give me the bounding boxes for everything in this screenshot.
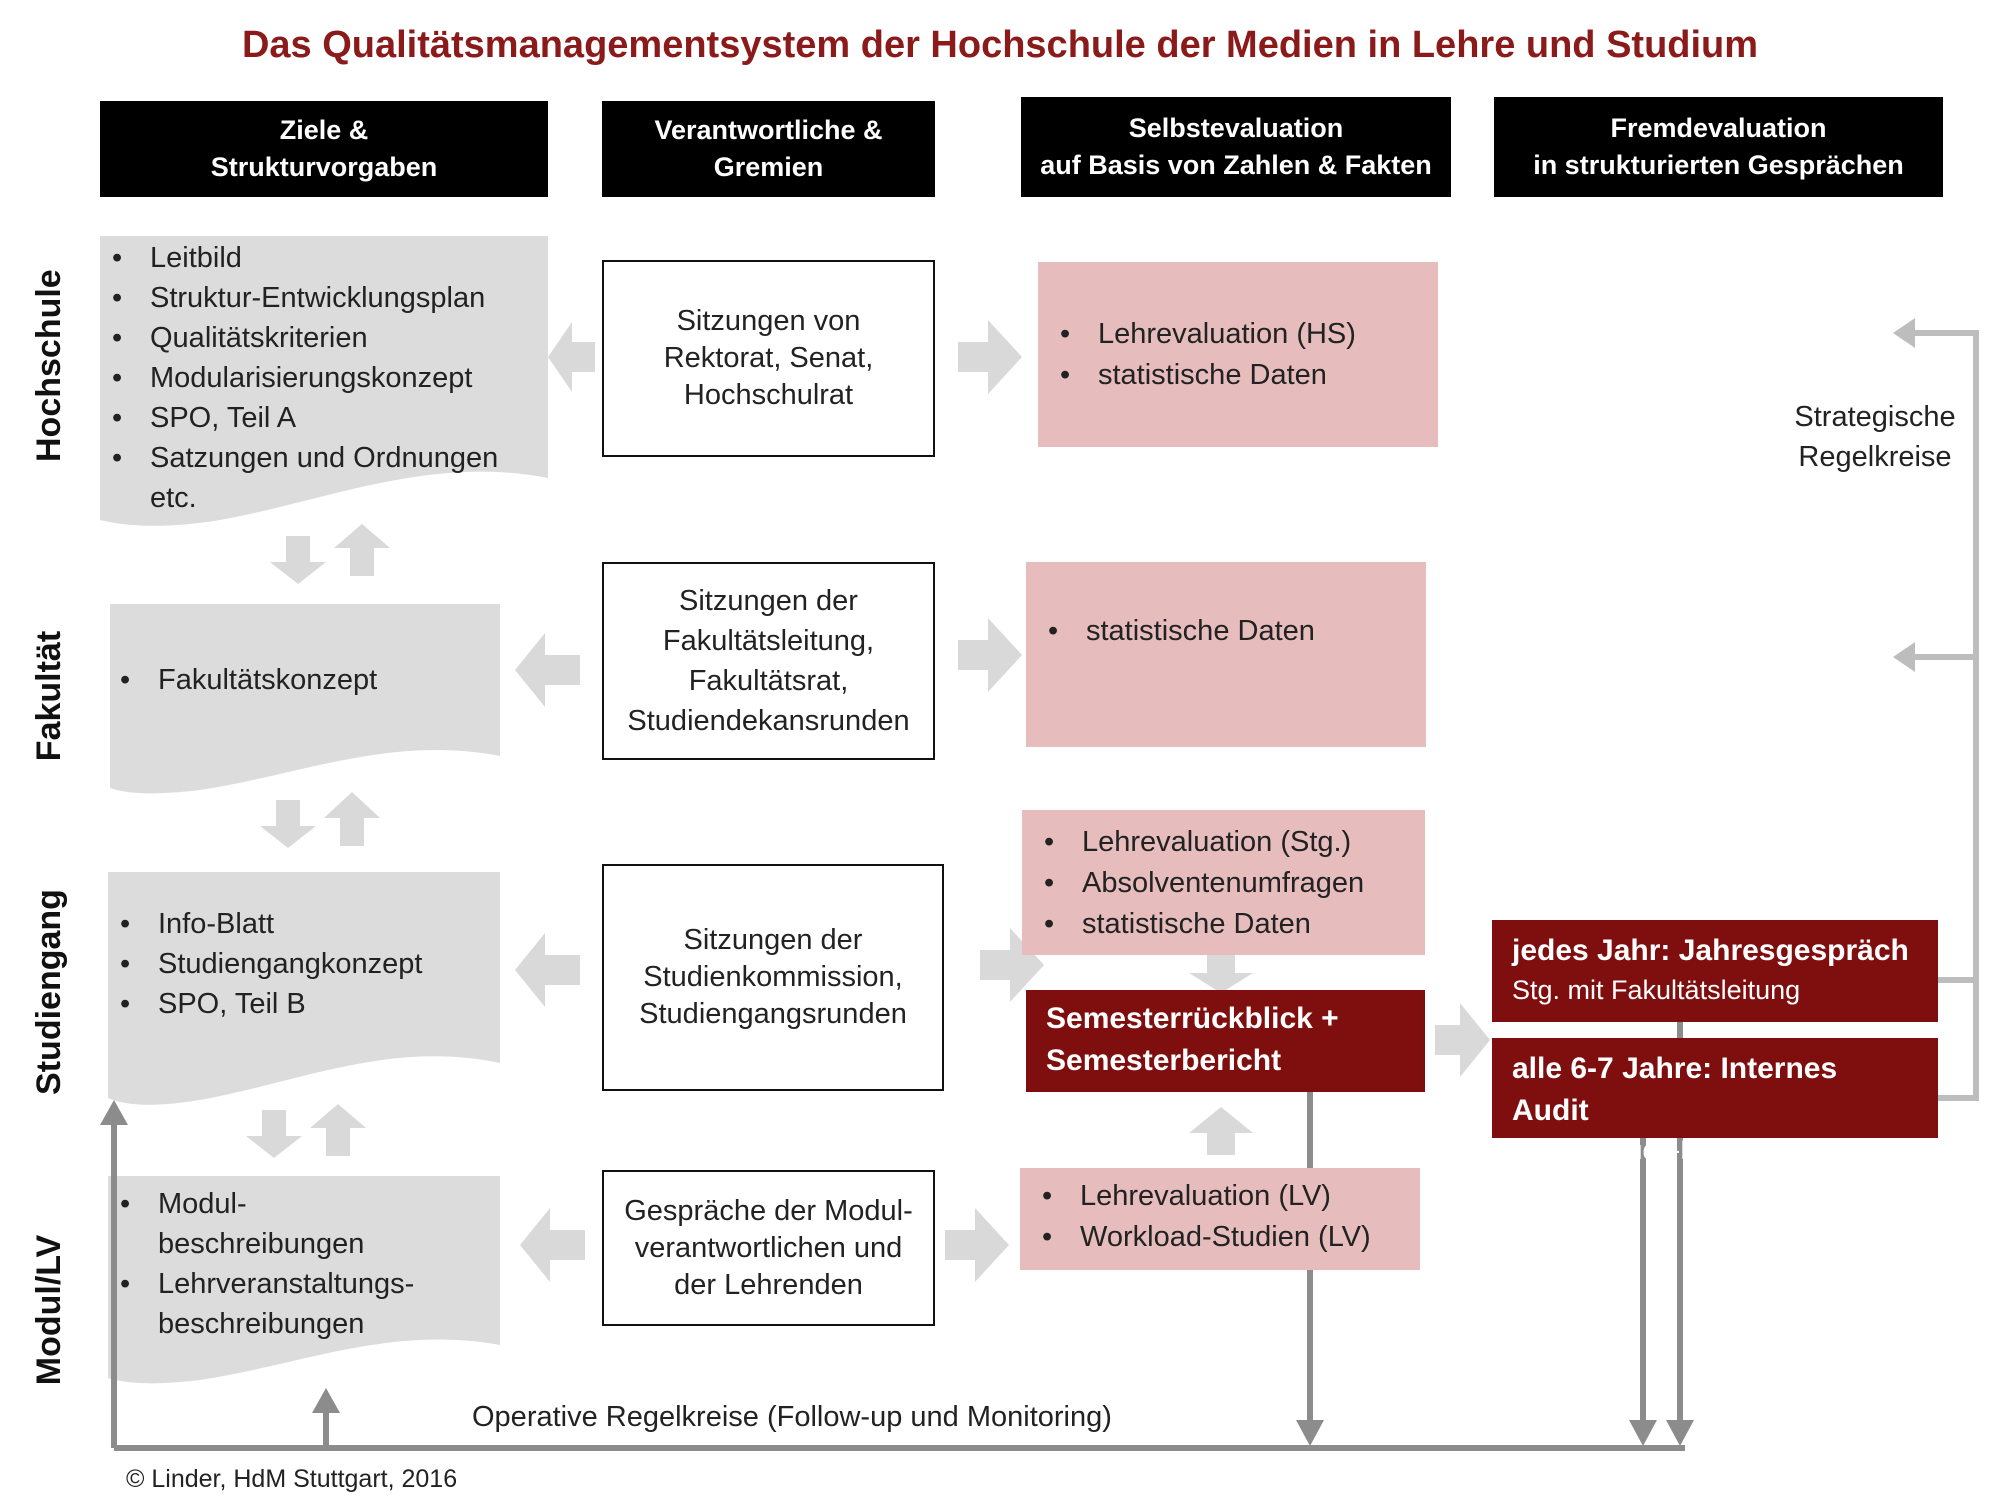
list-item: Struktur-Entwicklungsplan [106,278,546,318]
internal-audit-subtitle: Stg. mit Audit-Kommission [1512,1135,1828,1165]
page-title: Das Qualitätsmanagementsystem der Hochsc… [241,24,1759,66]
list-item: Qualitätskriterien [106,318,546,358]
goals-modul: Modul-beschreibungen Lehrveranstaltungs-… [114,1184,414,1344]
semester-review-box: Semesterrückblick + Semesterbericht [1026,990,1425,1092]
list-item: Modularisierungskonzept [106,358,546,398]
list-item: SPO, Teil A [106,398,546,438]
updown-arrows-1 [270,524,390,584]
goals-studiengang: Info-Blatt Studiengangkonzept SPO, Teil … [114,904,494,1024]
row-label-hochschule: Hochschule [30,269,68,462]
bodies-fakultaet: Sitzungen der Fakultätsleitung, Fakultät… [602,562,935,760]
annual-meeting-box: jedes Jahr: Jahresgespräch Stg. mit Faku… [1492,920,1938,1022]
semester-review-line-2: Semesterbericht [1046,1044,1282,1077]
list-item: SPO, Teil B [114,984,494,1024]
annual-meeting-subtitle: Stg. mit Fakultätsleitung [1512,975,1801,1005]
row-label-fakultaet: Fakultät [30,630,68,762]
updown-arrows-3 [246,1104,366,1158]
bodies-modul: Gespräche der Modul- verantwortlichen un… [602,1170,935,1326]
strategic-loop-label: Strategische Regelkreise [1780,397,1970,477]
goals-hochschule: Leitbild Struktur-Entwicklungsplan Quali… [106,238,546,518]
semester-review-line-1: Semesterrückblick + [1046,1002,1339,1035]
arrow-right-2 [958,618,1022,692]
list-item: Workload-Studien (LV) [1036,1217,1406,1258]
bodies-studiengang: Sitzungen der Studienkommission, Studien… [602,864,944,1091]
selfeval-modul: Lehrevaluation (LV) Workload-Studien (LV… [1020,1168,1420,1270]
list-item: statistische Daten [1042,611,1412,652]
list-item: Lehrevaluation (LV) [1036,1176,1406,1217]
strategic-label-line-2: Regelkreise [1798,441,1952,473]
list-item: statistische Daten [1054,355,1424,396]
list-item: Studiengangkonzept [114,944,494,984]
list-item: statistische Daten [1038,904,1411,945]
arrow-down-semester [1189,953,1253,993]
list-item: Satzungen und Ordnungen etc. [106,438,546,518]
copyright: © Linder, HdM Stuttgart, 2016 [126,1465,458,1493]
selfeval-studiengang: Lehrevaluation (Stg.) Absolventenumfrage… [1022,810,1425,955]
strategic-label-line-1: Strategische [1794,401,1956,433]
column-header-self-evaluation: Selbstevaluation auf Basis von Zahlen & … [1021,97,1451,197]
column-header-bodies: Verantwortliche & Gremien [602,101,935,197]
arrow-right-3 [980,928,1044,1002]
strategic-arrow-head-1 [1893,318,1915,348]
selfeval-fakultaet: statistische Daten [1026,562,1426,747]
arrow-left-2 [515,633,580,707]
internal-audit-title: alle 6-7 Jahre: Internes Audit [1512,1052,1838,1127]
list-item: Leitbild [106,238,546,278]
list-item: Lehrevaluation (HS) [1054,314,1424,355]
list-item: Lehrevaluation (Stg.) [1038,822,1411,863]
column-header-goals: Ziele & Strukturvorgaben [100,101,548,197]
internal-audit-box: alle 6-7 Jahre: Internes Audit Stg. mit … [1492,1038,1938,1165]
selfeval-hochschule: Lehrevaluation (HS) statistische Daten [1038,262,1438,447]
list-item: Lehrveranstaltungs-beschreibungen [114,1264,414,1344]
arrow-left-4 [520,1208,585,1282]
operative-loop-label: Operative Regelkreise (Follow-up und Mon… [472,1401,1112,1433]
list-item: Info-Blatt [114,904,494,944]
updown-arrows-2 [260,792,380,848]
row-label-studiengang: Studiengang [30,889,68,1095]
column-header-external-evaluation: Fremdevaluation in strukturierten Gesprä… [1494,97,1943,197]
strategic-arrow-head-2 [1893,642,1915,672]
arrow-left-3 [515,933,580,1007]
goals-fakultaet: Fakultätskonzept [114,660,494,700]
arrow-up-semester [1189,1107,1253,1155]
annual-meeting-title: jedes Jahr: Jahresgespräch [1512,934,1909,967]
list-item: Absolventenumfragen [1038,863,1411,904]
arrow-left-1 [548,322,595,392]
bodies-hochschule: Sitzungen von Rektorat, Senat, Hochschul… [602,260,935,457]
strategic-loop-lines [1910,330,1979,1101]
row-label-modul: Modul/LV [30,1234,68,1386]
list-item: Fakultätskonzept [114,660,494,700]
arrow-right-1 [958,320,1022,394]
arrow-right-4 [945,1208,1009,1282]
operative-arrow-heads [100,1100,1694,1446]
list-item: Modul-beschreibungen [114,1184,414,1264]
arrow-right-5 [1435,1003,1490,1077]
